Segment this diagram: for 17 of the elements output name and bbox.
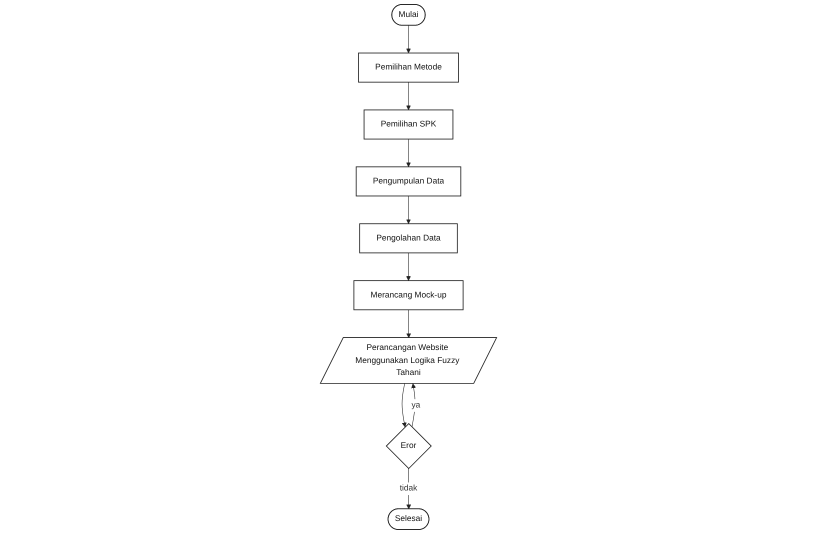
node-box: Pemilihan Metode <box>358 52 459 83</box>
arrow <box>406 196 411 224</box>
arrow <box>406 310 412 338</box>
node-diamond: Eror <box>386 423 432 470</box>
arrow <box>406 82 411 110</box>
arrow <box>406 25 411 54</box>
node-box: Pengumpulan Data <box>356 166 462 196</box>
arrow <box>406 138 411 168</box>
arrow <box>402 383 407 428</box>
edge-label: ya <box>412 400 420 410</box>
node-box: Merancang Mock-up <box>353 280 464 310</box>
node-box: Pemilihan SPK <box>364 110 454 140</box>
edge-label: tidak <box>400 483 418 493</box>
arrow <box>406 252 411 281</box>
arrow <box>406 468 412 510</box>
arrow <box>411 383 416 428</box>
node-box: Pengolahan Data <box>359 223 458 254</box>
